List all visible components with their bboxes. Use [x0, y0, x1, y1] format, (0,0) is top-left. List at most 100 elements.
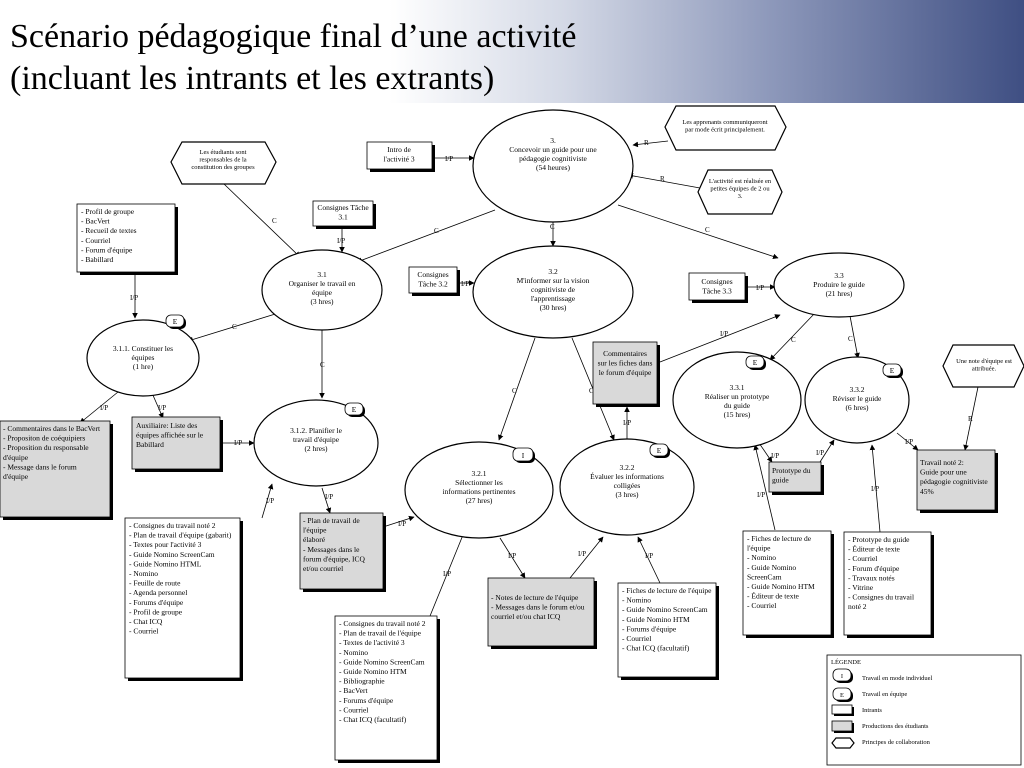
- text-line: (15 hres): [724, 410, 751, 419]
- text-line: Sélectionner les: [455, 478, 503, 487]
- text-line: - Guide Nomino HTM: [339, 667, 407, 676]
- text-line: l'équipe: [747, 544, 771, 553]
- text-line: d'équipe: [3, 453, 29, 462]
- text-line: par mode écrit principalement.: [685, 127, 765, 134]
- badge-team-3.1.2: E: [344, 402, 365, 417]
- text-line: - Courriel: [747, 601, 776, 610]
- input-box-fiches1: - Fiches de lecture de l'équipe- Nomino-…: [617, 582, 719, 680]
- text-line: 3.2.1: [472, 469, 487, 478]
- svg-text:E: E: [840, 692, 844, 699]
- edge-label: I/P: [443, 570, 451, 578]
- page-title-line-2: (incluant les intrants et les extrants): [10, 60, 495, 97]
- text-line: - Forums d'équipe: [129, 598, 184, 607]
- text-line: - Éditeur de texte: [747, 591, 800, 601]
- input-box-proto-list: - Prototype du guide- Éditeur de texte- …: [843, 531, 934, 638]
- text-line: l'apprentissage: [531, 294, 576, 303]
- edge-label: I/P: [816, 449, 824, 457]
- edge-label: R: [644, 139, 649, 147]
- text-line: - Profil de groupe: [129, 607, 183, 616]
- text-line: équipes affichée sur le: [136, 431, 204, 440]
- edge-label: I/P: [461, 280, 469, 288]
- legend-item-productions: Productions des étudiants: [831, 720, 929, 733]
- text-line: - Chat ICQ (facultatif): [339, 715, 407, 724]
- edge-p3-to-3: [627, 173, 701, 189]
- text-line: - Consignes du travail noté 2: [129, 521, 216, 530]
- text-line: travail d'équipe: [293, 435, 340, 444]
- text-line: - Bibliographie: [339, 677, 385, 686]
- svg-text:Principes de collaboration: Principes de collaboration: [862, 739, 931, 746]
- text-line: Consignes: [417, 270, 448, 279]
- text-line: (1 hre): [133, 362, 154, 371]
- text-line: Auxiliaire: Liste des: [136, 421, 197, 430]
- input-text: - Consignes du travail noté 2- Plan de t…: [129, 521, 232, 636]
- text-line: - Messages dans le forum et/ou: [491, 603, 585, 612]
- text-line: 3.3.2: [850, 385, 865, 394]
- production-text: - Notes de lecture de l'équipe- Messages…: [491, 593, 585, 621]
- badge-team-3.2.2: E: [649, 443, 670, 458]
- text-line: - Plan de travail d'équipe (gabarit): [129, 531, 232, 540]
- page-title-line-1: Scénario pédagogique final d’une activit…: [10, 18, 577, 55]
- text-line: - Courriel: [848, 554, 877, 563]
- text-line: - Messages dans le: [303, 545, 360, 554]
- text-line: Babillard: [136, 440, 164, 449]
- text-line: Concevoir un guide pour une: [509, 145, 597, 154]
- text-line: Tâche 3.2: [418, 280, 448, 289]
- text-line: Une note d'équipe est: [956, 358, 1012, 365]
- edges: [79, 140, 979, 617]
- text-line: - Proposition du responsable: [3, 443, 89, 452]
- edge-label: I/P: [398, 520, 406, 528]
- text-line: M'informer sur la vision: [517, 276, 590, 285]
- edge-label: C: [589, 387, 594, 395]
- text-line: (3 hres): [310, 297, 334, 306]
- text-line: guide: [772, 476, 789, 485]
- edge-label: C: [272, 217, 277, 225]
- edge-label: C: [434, 227, 439, 235]
- legend-item-principles: Principes de collaboration: [831, 737, 931, 749]
- text-line: - Propositon de coéquipiers: [3, 434, 85, 443]
- text-line: 3.3: [834, 271, 844, 280]
- input-box-consignes3: - Consignes du travail noté 2- Plan de t…: [334, 615, 440, 763]
- input-box-consignes2: - Consignes du travail noté 2- Plan de t…: [124, 517, 243, 681]
- edge-label: C: [848, 335, 853, 343]
- text-line: (2 hres): [304, 444, 328, 453]
- svg-text:E: E: [173, 317, 178, 326]
- text-line: - Forums d'équipe: [339, 696, 394, 705]
- text-line: 3.1: [317, 270, 327, 279]
- text-line: L'activité est réalisée en: [709, 178, 772, 185]
- text-line: - Recueil de textes: [81, 226, 137, 235]
- text-line: - Feuille de route: [129, 579, 181, 588]
- legend-item-individual: I Travail en mode individuel: [832, 668, 933, 683]
- text-line: l'équipe: [303, 526, 327, 535]
- text-line: constitution des groupes: [191, 164, 255, 171]
- edge-label: I/P: [266, 497, 274, 505]
- text-line: - Guide Nomino ScreenCam: [339, 657, 425, 666]
- text-line: - Babillard: [81, 255, 114, 264]
- text-line: Les étudiants sont: [200, 149, 247, 156]
- text-line: - Prototype du guide: [848, 535, 910, 544]
- edge-3-to-3.3: [617, 204, 779, 260]
- text-line: - Guide Nomino ScreenCam: [622, 605, 708, 614]
- edge-p4-to-travail: [963, 386, 979, 451]
- edge-3.2.1-to-notes: [499, 537, 526, 579]
- text-line: petites équipes de 2 ou: [710, 186, 770, 193]
- text-line: (30 hres): [540, 303, 567, 312]
- edge-label: I/P: [578, 550, 586, 558]
- text-line: Réaliser un prototype: [705, 392, 770, 401]
